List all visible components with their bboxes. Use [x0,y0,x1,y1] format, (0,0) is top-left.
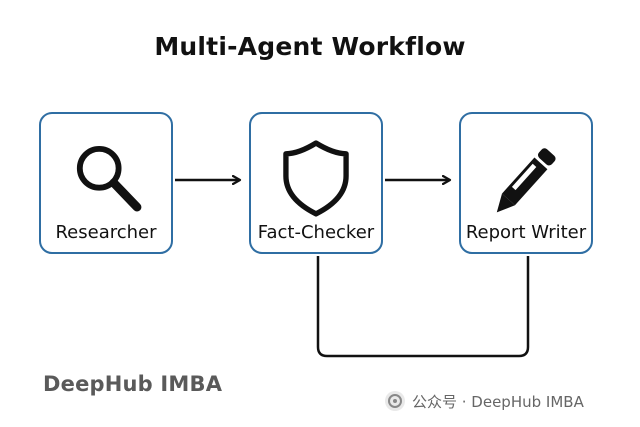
feedback-loop-line [316,256,530,358]
shield-icon [283,140,349,217]
wechat-icon [385,391,405,411]
magnifying-glass-icon [76,145,142,212]
brand-watermark: DeepHub IMBA [43,372,223,396]
diagram-title: Multi-Agent Workflow [154,32,466,61]
report-writer-node: Report Writer [459,112,593,254]
wechat-account-text: 公众号 · DeepHub IMBA [412,392,584,411]
wechat-watermark: 公众号 · DeepHub IMBA [384,389,584,413]
fact-checker-node: Fact-Checker [249,112,383,254]
pencil-icon [496,148,556,213]
report-writer-label: Report Writer [465,222,587,243]
researcher-label: Researcher [55,222,157,243]
fact-checker-label: Fact-Checker [257,222,375,243]
researcher-node: Researcher [39,112,173,254]
